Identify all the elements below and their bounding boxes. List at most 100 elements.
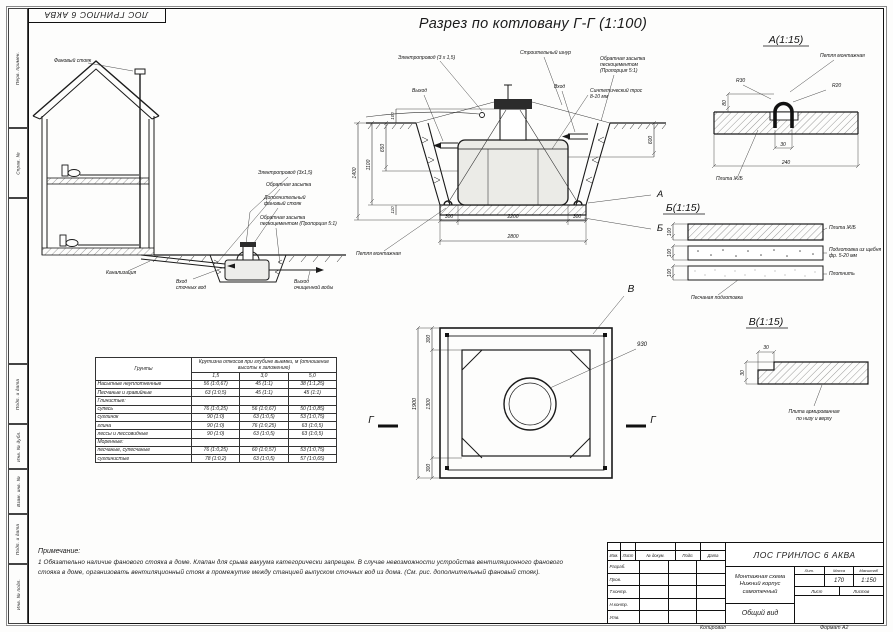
- margin-cell-sprav: Справ. №: [8, 128, 28, 198]
- margin-cell-podp-data-1: Подп. и дата: [8, 364, 28, 424]
- soil-name-cell: песчаные, супесчаные: [95, 445, 192, 456]
- dim-1400: 1400: [352, 167, 358, 178]
- soil-name-cell: супесь: [95, 404, 192, 414]
- plan-labels: В Г Г 930 1900 300 1300 300: [368, 284, 657, 472]
- dim-930: 930: [637, 342, 648, 348]
- change-header-row: Изм. Лист № докум. Подп. Дата: [608, 551, 725, 561]
- dim-300-left: 300: [445, 214, 454, 220]
- detail-v-slab: [757, 361, 869, 385]
- pit-dim-lines: [354, 56, 657, 252]
- roles-rows: Разраб. Пров. Т.контр.: [608, 561, 725, 623]
- cell: [669, 561, 698, 573]
- doc-name-line-3: самотечный: [742, 588, 778, 595]
- backfill-label: Обратная засыпка: [266, 182, 311, 188]
- dim-1300: 1300: [426, 398, 432, 409]
- house-section-figure: Фановый стояк Электропровод (3х1,5) Обра…: [32, 57, 346, 291]
- plan-dim-lines: [415, 295, 637, 481]
- cell: [669, 586, 698, 598]
- margin-cell-perv-primen: Перв. примен.: [8, 8, 28, 128]
- marker-a: А: [656, 189, 663, 200]
- role-label: Разраб.: [608, 561, 640, 573]
- slope-value-cell: 45 (1:1): [239, 387, 289, 398]
- page-title: Разрез по котловану Г-Г (1:100): [418, 16, 648, 32]
- slope-value-cell: 38 (1:1,25): [287, 379, 338, 390]
- outlet-label-2: очищенной воды: [294, 284, 333, 291]
- pit-section-figure: 1400 1100 650 110 100 600 300 2200 300 2…: [352, 49, 667, 257]
- role-label: Т.контр.: [608, 586, 640, 598]
- detail-v-title: В(1:15): [749, 316, 783, 328]
- lit-mass-scale-block: Лит. Масса Масштаб 170 1:150 Лист Листов: [795, 567, 883, 623]
- dim-100-1: 100: [667, 228, 673, 237]
- soil-name-cell: суглинистые: [95, 453, 192, 464]
- cell: [608, 543, 621, 550]
- plan-rects: [439, 327, 613, 479]
- role-label: Пров.: [608, 573, 640, 586]
- slope-value-cell: 57 (1:0,65): [287, 453, 338, 464]
- detail-a-figure: А(1:15) Петля монтажная R30 R20 80 30 24…: [711, 34, 865, 182]
- gravel-label-1: Подготовка из щебня: [829, 247, 881, 253]
- titleblock-role-row: Т.контр.: [608, 586, 725, 599]
- detail-a-labels: Петля монтажная R30 R20 80 30 240 Плита …: [716, 53, 865, 182]
- section-letter-right: Г: [650, 415, 657, 426]
- format-caption: Формат А2: [820, 625, 849, 631]
- dim-300-right: 300: [573, 214, 582, 220]
- margin-cell-podp-data-2: Подп. и дата: [8, 514, 28, 564]
- doc-name-line-2: Нижний корпус: [739, 581, 781, 588]
- margin-cell-label: Инв. № дубл.: [15, 431, 21, 462]
- cell: [621, 543, 636, 550]
- margin-cell-empty: [8, 198, 28, 364]
- inlet-label-1: Вход: [176, 279, 187, 285]
- extra-stack-label-2: фановый стояк: [264, 200, 302, 207]
- table-row: Насыпные неуплотненные 56 (1:0,67) 45 (1…: [95, 379, 338, 390]
- slope-value-cell: 76 (1:0,25): [239, 420, 289, 431]
- margin-cell-inv-dubl: Инв. № дубл.: [8, 424, 28, 469]
- dim-1900: 1900: [412, 397, 418, 410]
- vent-stack-label: Фановый стояк: [54, 57, 92, 64]
- slab-label: Плита Ж/Б: [716, 176, 743, 182]
- dim-240: 240: [781, 160, 791, 166]
- soil-name-cell: Глинистые:: [95, 396, 192, 406]
- margin-cell-label: Перв. примен.: [15, 51, 21, 85]
- backfill-label-3: (Пропорция 5:1): [600, 68, 638, 74]
- section-letter-left: Г: [368, 415, 375, 426]
- slope-value-cell: [190, 437, 241, 447]
- rotated-designation-stamp: ЛОС ГРИНЛОС 6 АКВА: [28, 8, 166, 23]
- slope-value-cell: 63 (1:0,5): [190, 387, 241, 398]
- dim-600: 600: [648, 136, 654, 145]
- scale-label: Масштаб: [859, 568, 879, 573]
- role-label: Утв.: [608, 611, 640, 623]
- title-block: Изм. Лист № докум. Подп. Дата Разраб.: [607, 542, 884, 624]
- house-structure: [32, 60, 160, 256]
- compact-label: Плотнить: [829, 271, 855, 277]
- detail-v-figure: В(1:15) 30 30 Плита армированная по низу…: [740, 316, 869, 422]
- view-name: Общий вид: [741, 610, 779, 617]
- notes-text: 1 Обязательно наличие фанового стояка в …: [38, 559, 564, 577]
- dim-30-vertical: 30: [740, 370, 746, 376]
- dim-2200: 2200: [506, 214, 518, 220]
- pit-walls: [415, 122, 611, 206]
- margin-cell-label: Инв. № подл.: [15, 578, 21, 610]
- soil-name-cell: глина: [95, 420, 192, 431]
- cell: [640, 611, 669, 623]
- slope-value-cell: 63 (1:0,5): [239, 412, 289, 423]
- document-name-block: Монтажная схема Нижний корпус самотечный…: [726, 567, 795, 623]
- small-tank-pit: [209, 242, 324, 283]
- margin-cell-label: Взам. инв. №: [15, 476, 21, 507]
- detail-b-title: Б(1:15): [666, 202, 700, 214]
- house-leader-lines: [87, 62, 311, 280]
- titleblock-role-row: Пров.: [608, 573, 725, 587]
- slope-value-cell: 76 (1:0,25): [190, 404, 241, 414]
- col-izm: Изм.: [608, 551, 621, 560]
- company-cell: [795, 596, 883, 623]
- cell: [697, 586, 725, 598]
- dim-650: 650: [380, 144, 386, 153]
- rotated-designation-text: ЛОС ГРИНЛОС 6 АКВА: [44, 10, 149, 20]
- extra-stack-label-1: Дополнительный: [263, 194, 306, 201]
- slope-value-cell: 60 (1:0,57): [239, 445, 289, 456]
- backfill-cement-label-1: Обратная засыпка: [260, 215, 305, 221]
- role-label: Н.контр.: [608, 598, 640, 611]
- soil-name-cell: Песчаные и гравийные: [95, 387, 192, 398]
- sewer-pipe: [140, 254, 226, 269]
- tank-pipes: [433, 133, 588, 149]
- cords-and-ropes: [365, 101, 611, 204]
